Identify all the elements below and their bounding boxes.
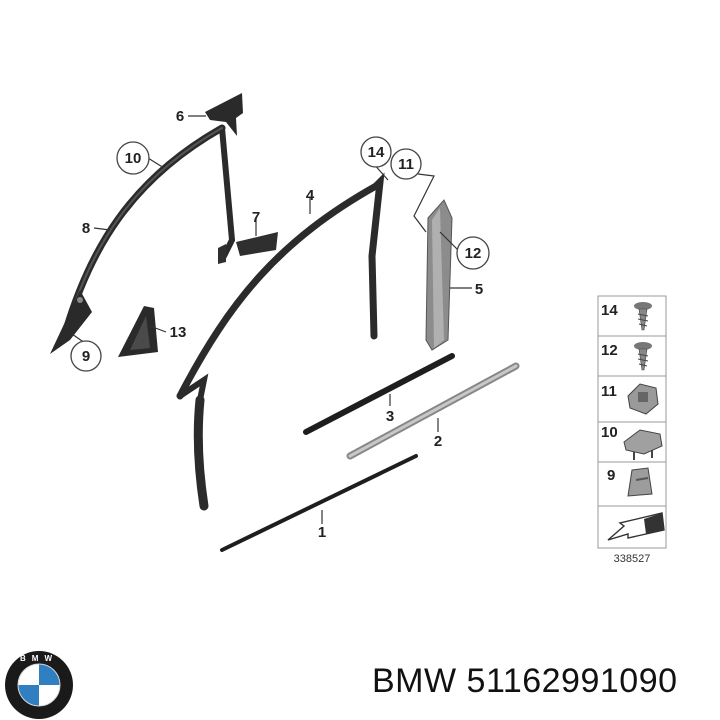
legend-num-10: 10 (601, 424, 618, 441)
legend-num-14: 14 (601, 302, 618, 319)
callout-9-label: 9 (82, 348, 90, 365)
part-3-belt-strip (303, 353, 455, 435)
legend-row-12: 12 (601, 342, 652, 371)
part-6-mirror-triangle (205, 93, 243, 136)
legend-num-12: 12 (601, 342, 618, 359)
callout-5: 5 (475, 281, 483, 298)
callout-4: 4 (306, 187, 315, 204)
callout-13: 13 (170, 324, 187, 341)
part-7-bracket (218, 232, 278, 264)
part-9-triangle-trim (50, 290, 92, 354)
direction-arrow-icon (604, 512, 665, 544)
part-2-chrome-strip (346, 362, 520, 460)
legend-num-9: 9 (607, 467, 615, 484)
bmw-logo: BMW (5, 651, 73, 719)
callout-12: 12 (456, 236, 490, 270)
callout-11-label: 11 (398, 156, 414, 173)
part-13-cover-cap (118, 306, 158, 357)
legend-row-14: 14 (601, 302, 652, 331)
callout-8: 8 (82, 220, 90, 237)
screw-icon (634, 342, 652, 371)
part-4-door-seal (176, 172, 385, 511)
bracket-clip-icon (623, 429, 663, 460)
legend-row-11: 11 (601, 383, 659, 415)
callout-11: 11 (390, 148, 422, 180)
screw-icon (634, 302, 652, 331)
callout-14: 14 (360, 136, 392, 168)
callout-10-label: 10 (125, 150, 142, 167)
callout-12-label: 12 (465, 245, 482, 262)
callout-2: 2 (434, 433, 442, 450)
legend-num-11: 11 (601, 383, 617, 400)
legend-row-9: 9 (607, 467, 653, 497)
svg-text:BMW: BMW (20, 654, 58, 663)
part-number-caption: BMW 51162991090 (372, 662, 678, 700)
callout-10: 10 (116, 141, 150, 175)
callout-14-label: 14 (368, 144, 385, 161)
reference-code: 338527 (614, 553, 651, 565)
callout-6: 6 (176, 108, 184, 125)
callout-3: 3 (386, 408, 394, 425)
callout-1: 1 (318, 524, 326, 541)
spring-clip-icon (627, 467, 653, 497)
fastener-legend: 14 12 11 10 (597, 295, 667, 565)
clip-icon (627, 383, 659, 415)
callout-7: 7 (252, 209, 260, 226)
callout-9: 9 (70, 340, 102, 372)
legend-row-10: 10 (601, 424, 663, 460)
part-1-outer-seal (220, 454, 418, 552)
part-5-b-pillar-trim (425, 199, 453, 351)
